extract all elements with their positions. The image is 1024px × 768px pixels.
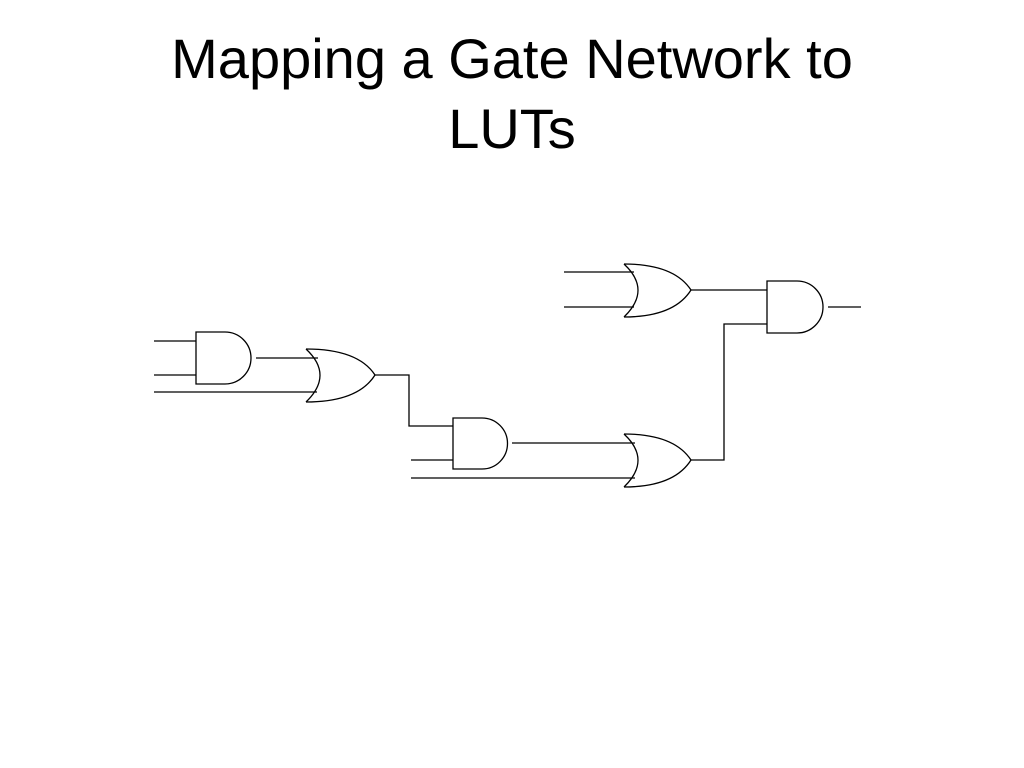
or-gate-2 (623, 433, 692, 488)
slide-title: Mapping a Gate Network to LUTs (0, 24, 1024, 164)
or-gate-1 (305, 348, 376, 403)
and-gate-1 (195, 331, 252, 385)
slide-title-line-1: Mapping a Gate Network to (171, 27, 853, 90)
wire-or1-to-and2 (375, 374, 453, 427)
or-gate-3 (623, 263, 692, 318)
and-gate-1-inputs (154, 340, 196, 376)
wire-or2-to-and3 (691, 323, 767, 461)
slide-title-line-2: LUTs (448, 97, 576, 160)
and-gate-3 (766, 280, 824, 334)
or-gate-3-inputs (564, 271, 634, 308)
and-gate-2 (452, 417, 509, 470)
